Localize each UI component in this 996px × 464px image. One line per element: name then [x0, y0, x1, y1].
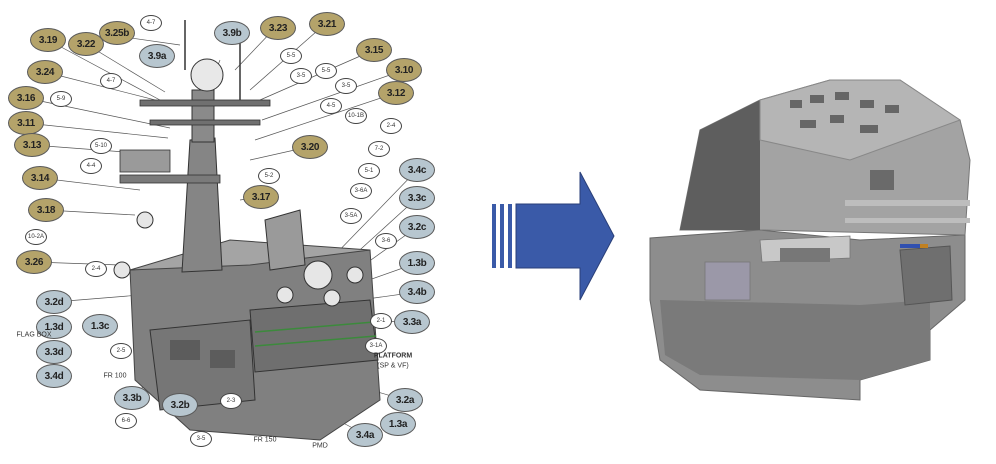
gold-label: 3.19 [30, 28, 66, 52]
callout-circle: 7-2 [368, 141, 390, 157]
blue-label: 1.3b [399, 251, 435, 275]
callout-circle: 3-5A [340, 208, 362, 224]
blue-label: 3.4c [399, 158, 435, 182]
gold-label: 3.13 [14, 133, 50, 157]
gold-label: 3.18 [28, 198, 64, 222]
blue-label: 3.3d [36, 340, 72, 364]
callout-circle: 6-6 [115, 413, 137, 429]
callout-circle: 2-1 [370, 313, 392, 329]
callout-circle: 3-5 [190, 431, 212, 447]
gold-label: 3.23 [260, 16, 296, 40]
gold-label: 3.14 [22, 166, 58, 190]
frame-150-label: FR 150 [253, 436, 277, 444]
gold-label: 3.21 [309, 12, 345, 36]
gold-label: 3.17 [243, 185, 279, 209]
callout-circle: 5-2 [258, 168, 280, 184]
gold-label: 3.25b [99, 21, 135, 45]
callout-circle: 2-5 [110, 343, 132, 359]
blue-label: 3.9a [139, 44, 175, 68]
callout-circle: 5-1 [358, 163, 380, 179]
callout-circle: 4-7 [140, 15, 162, 31]
blue-label: 3.9b [214, 21, 250, 45]
callout-circle: 5-5 [280, 48, 302, 64]
blue-label: 1.3d [36, 315, 72, 339]
blue-label: 3.3c [399, 186, 435, 210]
callout-circle: 4-7 [100, 73, 122, 89]
simplified-3d-model [649, 79, 971, 401]
blue-label: 3.4d [36, 364, 72, 388]
blue-label: 3.4a [347, 423, 383, 447]
callout-circle: 10-2A [25, 229, 47, 245]
pmd-label: PMD [312, 442, 328, 450]
callout-circle: 4-5 [320, 98, 342, 114]
gold-label: 3.22 [68, 32, 104, 56]
gold-label: 3.26 [16, 250, 52, 274]
blue-label: 1.3a [380, 412, 416, 436]
gold-label: 3.16 [8, 86, 44, 110]
mast [119, 20, 271, 273]
blue-label: 1.3c [82, 314, 118, 338]
blue-label: 3.4b [399, 280, 435, 304]
blue-label: 3.2d [36, 290, 72, 314]
callout-circle: 2-4 [85, 261, 107, 277]
callout-circle: 3-5 [335, 78, 357, 94]
gold-label: 3.15 [356, 38, 392, 62]
callout-circle: 10-1B [345, 108, 367, 124]
transform-arrow [492, 171, 615, 301]
gold-label: 3.10 [386, 58, 422, 82]
callout-circle: 5-9 [50, 91, 72, 107]
radomes [113, 211, 364, 307]
platform-label: PLATFORM [373, 352, 413, 360]
gold-label: 3.20 [292, 135, 328, 159]
callout-circle: 3-5 [290, 68, 312, 84]
blue-label: 3.2c [399, 215, 435, 239]
blue-label: 3.3a [394, 310, 430, 334]
callout-circle: 2-4 [380, 118, 402, 134]
blue-label: 3.2b [162, 393, 198, 417]
callout-circle: 5-10 [90, 138, 112, 154]
callout-circle: 2-3 [220, 393, 242, 409]
blue-label: 3.3b [114, 386, 150, 410]
callout-circle: 5-5 [315, 63, 337, 79]
callout-circle: 4-4 [80, 158, 102, 174]
gold-label: 3.11 [8, 111, 44, 135]
callout-circle: 3-6A [350, 183, 372, 199]
platform-sub-label: (SP & VF) [377, 362, 409, 370]
callout-circle: 3-1A [365, 338, 387, 354]
callout-circle: 3-6 [375, 233, 397, 249]
blue-label: 3.2a [387, 388, 423, 412]
frame-100-label: FR 100 [103, 372, 127, 380]
flag-box-label: FLAG BOX [16, 331, 52, 339]
gold-label: 3.24 [27, 60, 63, 84]
gold-label: 3.12 [378, 81, 414, 105]
